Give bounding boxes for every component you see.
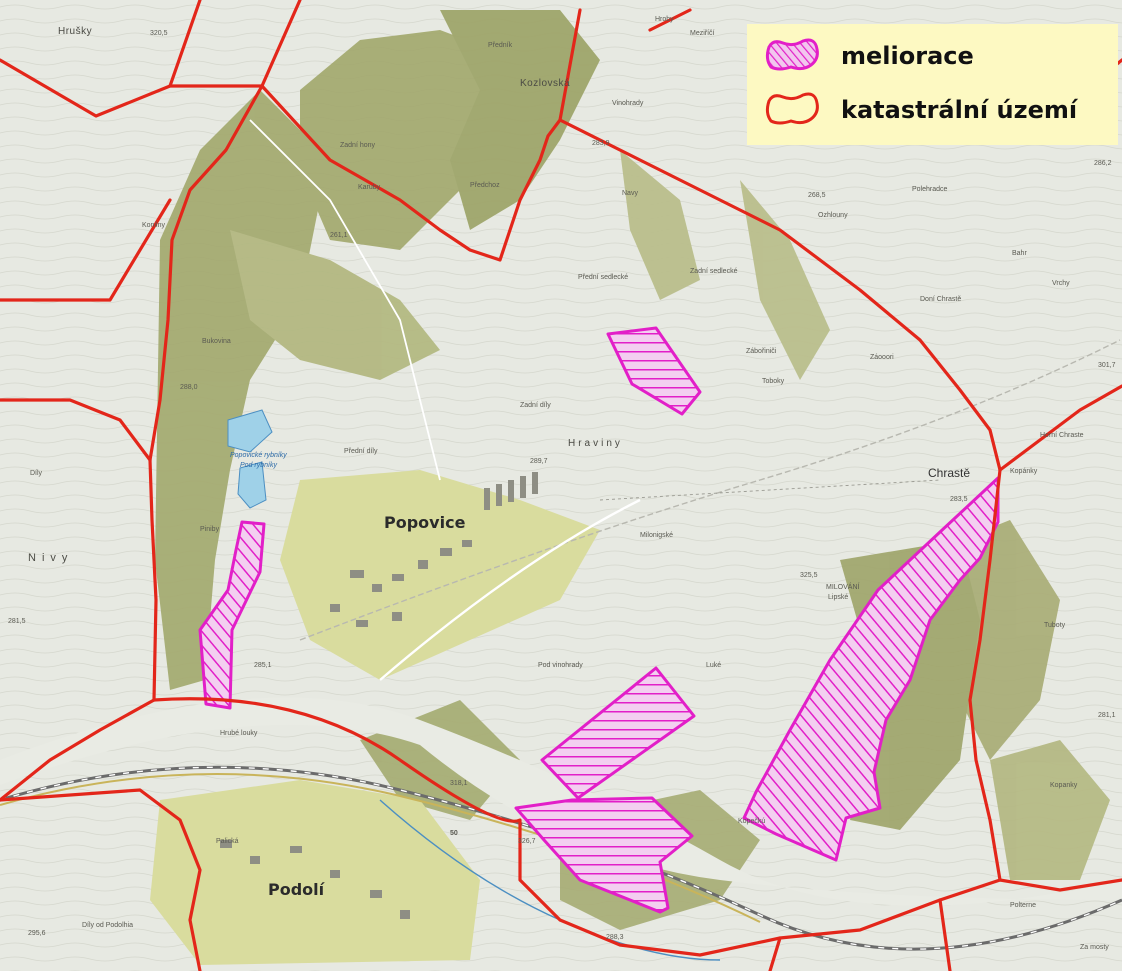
label-peak: MILOVÁNÍ [826, 584, 860, 591]
label-karuby: Karuby [358, 184, 381, 191]
label-lipske: Lipské [828, 594, 849, 601]
label-konilny: Konilny [142, 222, 165, 229]
melioration-area-north [606, 326, 702, 416]
label-village-popovice: Popovice [384, 513, 466, 532]
label-vinohrady: Vinohrady [612, 100, 644, 107]
label-ozhlouny: Ozhlouny [818, 212, 848, 219]
elevation-8: 301,7 [1098, 362, 1116, 369]
label-predchoz: Předchoz [470, 182, 500, 189]
label-zaooori: Záooori [870, 354, 894, 361]
label-kozlovska: Kozlovská [520, 78, 571, 89]
forest-areas [155, 10, 1110, 930]
legend-label-cadastral: katastrální území [841, 96, 1078, 124]
label-nivy: Nivy [28, 552, 74, 564]
label-palicka: Palická [216, 838, 239, 845]
melioration-area-south [514, 796, 694, 914]
elevation-3: 281,5 [8, 618, 26, 625]
roads [249, 119, 1121, 681]
elevation-5: 261,1 [330, 232, 348, 239]
elevation-6: 283,5 [950, 496, 968, 503]
elevation-13: 283,9 [592, 140, 610, 147]
hatched-area-swatch-icon [765, 38, 819, 71]
label-zaborinici: Zábořiniči [746, 348, 777, 355]
label-zadni-sedlecke: Zadní sedlecké [690, 268, 738, 275]
label-milonigske: Milonigské [640, 532, 674, 539]
label-hraviny: Hraviny [568, 438, 623, 449]
elevation-16: 318,1 [450, 780, 468, 787]
label-zadni-dily: Zadní díly [520, 402, 551, 409]
melioration-area-west [198, 520, 266, 710]
melioration-areas [198, 326, 1000, 914]
label-road-number: 50 [450, 830, 458, 837]
label-predni-sedlecke: Přední sedlecké [578, 274, 629, 281]
elevation-10: 288,3 [606, 934, 624, 941]
melioration-area-middle [540, 666, 696, 800]
elevation-4: 285,1 [254, 662, 272, 669]
label-vrchy: Vrchy [1052, 280, 1070, 287]
legend-label-melioration: meliorace [841, 42, 974, 70]
label-polehradce: Polehradce [912, 186, 948, 193]
elevation-9: 281,1 [1098, 712, 1116, 719]
melioration-area-east [742, 476, 1000, 862]
elevation-1: 320,5 [150, 30, 168, 37]
elevation-14: 286,2 [1094, 160, 1112, 167]
label-prednik: Předník [488, 42, 513, 49]
label-predni-dily: Přední díly [344, 448, 378, 455]
legend-item-melioration: meliorace [763, 34, 974, 78]
label-polterne: Polterne [1010, 902, 1037, 909]
elevation-2: 288,0 [180, 384, 198, 391]
label-pod-rybniky: Pod rybníky [240, 462, 277, 469]
elevation-15: 326,7 [518, 838, 536, 845]
label-pod-vinohrady: Pod vinohrady [538, 662, 583, 669]
label-tuboty: Tuboty [1044, 622, 1066, 629]
label-village-chraste: Chrastě [928, 466, 971, 480]
elevation-11: 295,6 [28, 930, 46, 937]
label-dily-od-podolhia: Díly od Podolhia [82, 922, 133, 929]
label-popovicke-rybniky: Popovické rybníky [230, 452, 287, 459]
label-navy: Navy [622, 190, 638, 197]
label-hroby: Hroby [655, 16, 674, 23]
label-zadni-hony: Zadní hony [340, 142, 376, 149]
label-kopanky-east: Kopanky [1050, 782, 1078, 789]
label-dily: Díly [30, 470, 43, 477]
label-piniby: Piniby [200, 526, 220, 533]
legend-item-cadastral: katastrální území [763, 88, 1077, 132]
elevation-12: 268,5 [808, 192, 826, 199]
label-kopanky-north: Kopánky [1010, 468, 1038, 475]
label-village-podoli: Podolí [268, 880, 325, 899]
label-kopecku: Kopečkú [738, 818, 766, 825]
label-hrube-louky: Hrubé louky [220, 730, 258, 737]
map-legend: meliorace katastrální území [747, 24, 1118, 145]
elevation-7: 325,5 [800, 572, 818, 579]
elevation-17: 289,7 [530, 458, 548, 465]
label-luke: Luké [706, 662, 722, 669]
label-za-mosty: Za mosty [1080, 944, 1109, 951]
settlement-areas [150, 470, 600, 965]
label-doni-chraste: Doní Chrastě [920, 296, 962, 303]
ponds [227, 409, 273, 509]
boundary-outline-swatch-icon [765, 92, 819, 125]
label-hrusky: Hrušky [58, 26, 93, 37]
label-bukovina: Bukovina [202, 338, 231, 345]
label-bahr: Bahr [1012, 250, 1027, 257]
settlement-buildings [220, 472, 538, 919]
label-mezirici: Meziříčí [690, 30, 715, 37]
label-toboky: Toboky [762, 378, 785, 385]
label-horni-chraste: Horní Chraste [1040, 432, 1084, 439]
